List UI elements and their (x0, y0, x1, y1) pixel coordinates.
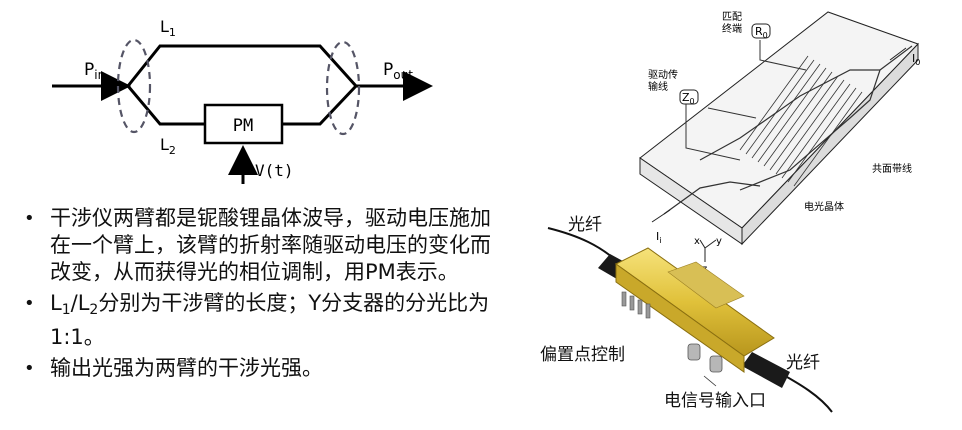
matched-termination-text: 匹配 终端 (722, 12, 742, 35)
bias-control-label: 偏置点控制 (540, 345, 625, 365)
lower-arm-right (282, 84, 358, 126)
modulator-chip-diagram: R0 Z0 I0 Ii 共面带线 电光晶体 x y z (639, 11, 920, 270)
drive-wire-2 (707, 107, 757, 119)
rf-input-label: 电信号输入口 (664, 391, 766, 411)
l1-label: L1 (160, 17, 176, 39)
axis-x-label: x (694, 236, 700, 247)
crystal-slab-side (741, 42, 919, 246)
fiber-top-label: 光纤 (568, 215, 602, 235)
bias-pins (621, 291, 651, 319)
rf-connectors (687, 343, 723, 373)
voltage-label: V(t) (255, 161, 294, 180)
bullet-dot-icon: • (24, 358, 35, 379)
light-in-arrow (651, 209, 671, 223)
r0-label: R0 (755, 25, 768, 40)
output-combiner-ellipse (325, 40, 361, 136)
device-body-side (615, 263, 745, 373)
drive-line-text: 驱动传 输线 (648, 70, 678, 93)
bullet-item: •L1/L2分别为干涉臂的长度；Y分支器的分光比为1:1。 (24, 291, 490, 349)
p-in-label: Pin (84, 60, 105, 82)
axis-x-line (699, 239, 706, 249)
waveguide-upper (699, 69, 880, 161)
axis-y-line (704, 239, 717, 249)
lower-arm-left (126, 85, 205, 126)
electrode-hatching (739, 55, 863, 187)
io-label: I0 (912, 52, 920, 67)
waveguide-lower (739, 69, 881, 191)
rf-pointer (703, 375, 717, 387)
fiber-boot-out (742, 352, 790, 388)
bullet-dot-icon: • (24, 208, 35, 229)
fiber-out (777, 371, 833, 413)
z0-connector (679, 89, 699, 105)
termination-wire (759, 40, 807, 71)
coplanar-label: 共面带线 (872, 162, 912, 175)
axis-z-label: z (702, 264, 707, 270)
input-splitter-ellipse (116, 38, 152, 134)
mz-interferometer-diagram: Pin Pout L1 L2 PM V(t) (52, 17, 433, 184)
upper-arm (126, 44, 358, 88)
r0-connector (751, 23, 771, 39)
l2-label: L2 (160, 135, 176, 157)
z0-label: Z0 (682, 91, 695, 106)
bullet-item: •输出光强为两臂的干涉光强。 (24, 356, 323, 380)
waveguide-out (879, 45, 913, 71)
phase-modulator-box (203, 103, 284, 145)
eo-crystal-label: 电光晶体 (804, 200, 844, 213)
drive-wire (685, 104, 741, 161)
bullet-item: •干涉仪两臂都是铌酸锂晶体波导，驱动电压施加在一个臂上，该臂的折射率随驱动电压的… (24, 206, 491, 284)
p-out-label: Pout (383, 60, 413, 82)
bullet-dot-icon: • (24, 293, 35, 314)
ii-label: Ii (656, 230, 661, 245)
fiber-right-label: 光纤 (786, 353, 820, 373)
explanation-list: •干涉仪两臂都是铌酸锂晶体波导，驱动电压施加在一个臂上，该臂的折射率随驱动电压的… (22, 205, 492, 386)
pm-label: PM (233, 116, 253, 136)
axis-y-label: y (716, 236, 722, 247)
light-out-arrow (889, 47, 907, 61)
waveguide-in (663, 181, 761, 215)
